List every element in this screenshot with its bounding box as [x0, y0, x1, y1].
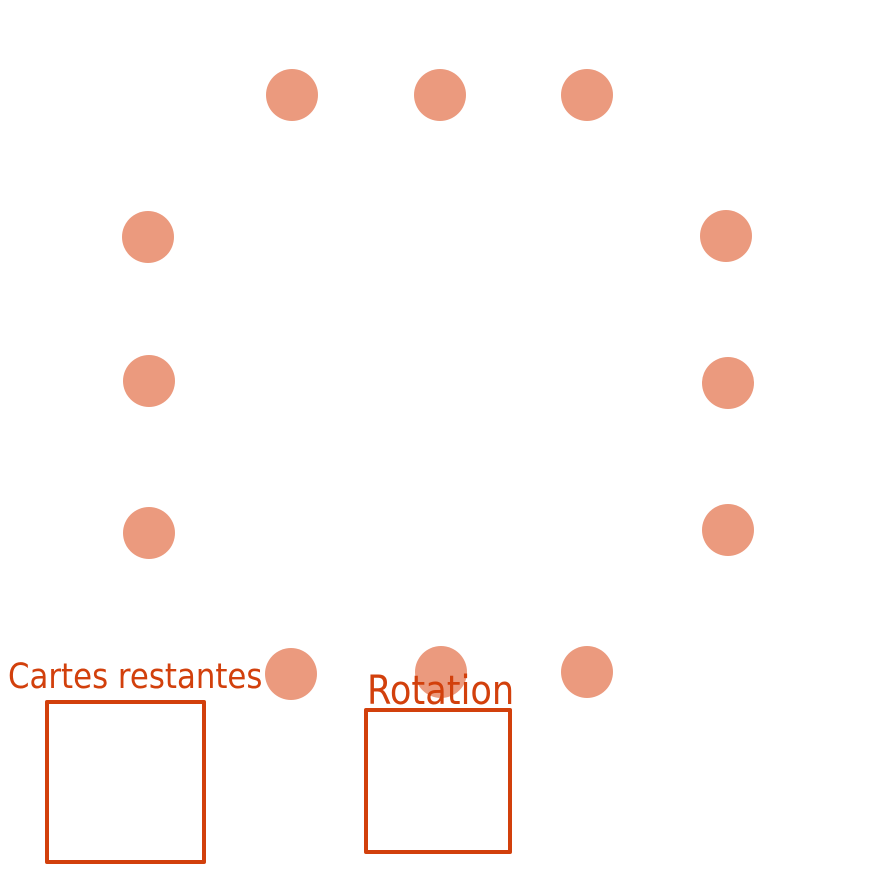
card-slot-top-1[interactable] — [266, 69, 318, 121]
deck-label: Cartes restantes — [8, 657, 263, 697]
card-slot-top-3[interactable] — [561, 69, 613, 121]
card-slot-left-3[interactable] — [123, 507, 175, 559]
card-slot-bottom-1[interactable] — [265, 648, 317, 700]
rotation-label: Rotation — [367, 668, 515, 714]
card-slot-bottom-3[interactable] — [561, 646, 613, 698]
card-slot-left-2[interactable] — [123, 355, 175, 407]
card-slot-right-2[interactable] — [702, 357, 754, 409]
deck-pile[interactable] — [45, 700, 206, 864]
rotation-control[interactable] — [364, 708, 512, 854]
card-slot-bottom-2[interactable] — [415, 646, 467, 698]
card-slot-right-1[interactable] — [700, 210, 752, 262]
card-slot-top-2[interactable] — [414, 69, 466, 121]
card-slot-right-3[interactable] — [702, 504, 754, 556]
card-slot-left-1[interactable] — [122, 211, 174, 263]
